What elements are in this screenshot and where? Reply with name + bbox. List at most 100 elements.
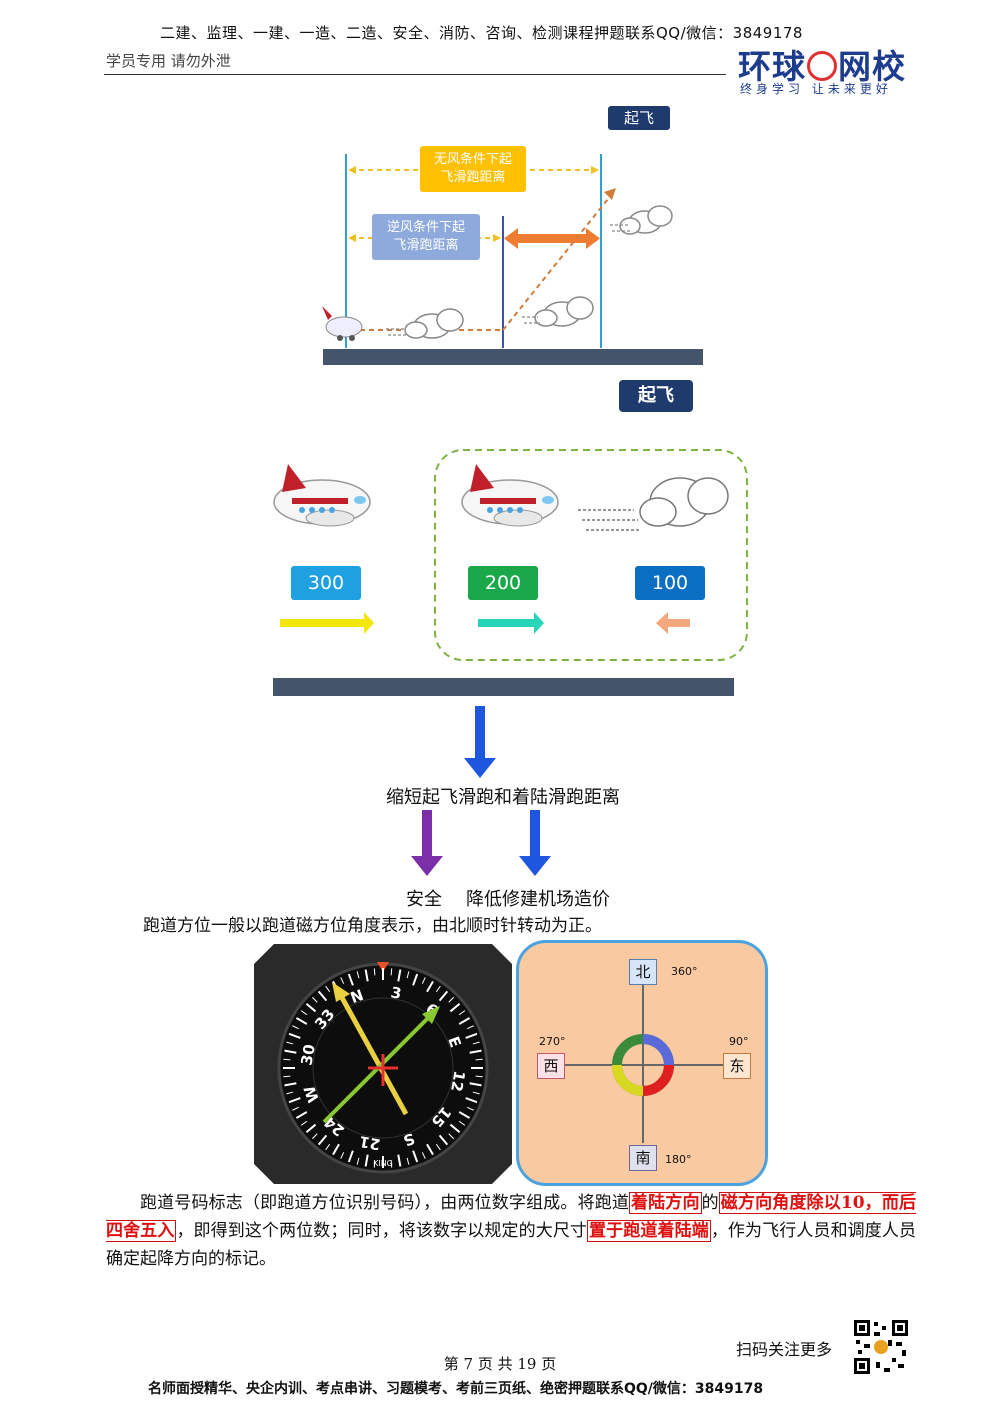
compass-tick	[295, 1017, 308, 1025]
compass-tick	[340, 977, 345, 984]
compass-tick	[465, 1032, 478, 1039]
highlight-landing-direction: 着陆方向	[629, 1192, 702, 1214]
east-degrees: 90°	[729, 1035, 749, 1048]
result-text: 缩短起飞滑跑和着陆滑跑距离	[386, 787, 620, 808]
compass-tick	[286, 1041, 294, 1045]
compass-tick	[448, 1133, 455, 1140]
speed-badge-200: 200	[468, 566, 538, 600]
runway-bearing-intro: 跑道方位一般以跑道磁方位角度表示，由北顺时针转动为正。	[143, 916, 602, 936]
compass-tick	[397, 1154, 402, 1167]
speed-arrow-300	[280, 612, 374, 634]
compass-tick	[364, 1154, 369, 1167]
compass-tick	[284, 1049, 297, 1054]
compass-heading-label: 12	[447, 1069, 468, 1093]
compass-tick	[438, 990, 449, 1002]
compass-tick	[317, 1134, 328, 1146]
compass-tick	[373, 968, 376, 976]
compass-tick	[390, 1160, 393, 1168]
speed-arrow-200	[478, 612, 544, 634]
logo-text-left: 环球	[738, 47, 806, 86]
qr-caption: 扫码关注更多	[736, 1340, 833, 1359]
logo-slogan: 终身学习 让未来更好	[740, 82, 892, 96]
compass-tick	[426, 1143, 434, 1156]
footer-contact-line: 名师面授精华、央企内训、考点串讲、习题模考、考前三页纸、绝密押题联系QQ/微信：…	[148, 1381, 764, 1397]
compass-tick	[449, 1123, 461, 1134]
compass-tick	[364, 969, 369, 982]
headwind-label-line1: 逆风条件下起	[386, 220, 465, 235]
compass-tick	[421, 977, 426, 984]
compass-heading-label: W	[300, 1083, 323, 1105]
compass-tick	[340, 1152, 345, 1159]
paragraph-text-2: 的	[701, 1193, 719, 1213]
climb-path	[502, 193, 613, 331]
direction-diagram: 北 360° 西 270° 东 90° 南 180°	[516, 940, 768, 1186]
compass-tick	[449, 1002, 461, 1013]
compass-tick	[472, 1041, 480, 1045]
speed-badge-300: 300	[291, 566, 361, 600]
compass-tick	[311, 1133, 318, 1140]
compass-tick	[412, 973, 419, 986]
relative-speed-diagram	[273, 449, 748, 696]
wind-cloud-icon-2	[639, 477, 729, 527]
compass-tick	[458, 1017, 471, 1025]
compass-tick	[284, 1082, 297, 1087]
highlight-placement: 置于跑道着陆端	[587, 1220, 711, 1242]
west-degrees: 270°	[539, 1035, 566, 1048]
logo-play-icon	[807, 50, 837, 81]
compass-tick	[356, 1157, 360, 1165]
logo-text-right: 网校	[838, 47, 906, 86]
runway	[323, 349, 703, 365]
compass-tick	[421, 1152, 426, 1159]
compass-tick	[292, 1106, 299, 1111]
highlight-divide-rule: 磁方向角度除以10，而后四舍五入	[106, 1192, 916, 1242]
compass-tick	[448, 996, 455, 1003]
airplane-icon-1	[273, 464, 371, 527]
direction-axes	[553, 983, 725, 1143]
qr-code-icon[interactable]	[852, 1318, 910, 1376]
compass-heading-label: N	[348, 986, 366, 1007]
compass-tick	[347, 1150, 354, 1163]
compass-tick	[325, 985, 331, 993]
airplane-icon-2	[461, 464, 559, 527]
compass-tick	[435, 1143, 441, 1151]
paragraph-text-4: ，作为飞行人员和调度人员确定起降方向的标记。	[106, 1221, 917, 1269]
compass-tick	[325, 1143, 331, 1151]
compass-tick	[300, 1120, 308, 1126]
compass-ticks	[283, 968, 483, 1168]
wind-cloud-icon	[404, 205, 673, 339]
benefit-safety: 安全	[406, 889, 442, 910]
compass-tick	[467, 1106, 474, 1111]
takeoff-label-1: 起飞	[608, 106, 670, 130]
compass-tick	[305, 1123, 317, 1134]
distance-saving-arrow	[504, 228, 600, 249]
benefit-cost: 降低修建机场造价	[466, 889, 610, 910]
west-box: 西	[537, 1053, 565, 1079]
compass-tick	[292, 1025, 299, 1030]
compass-tick	[472, 1091, 480, 1095]
compass-heading-label: 3	[389, 983, 402, 1003]
compass-tick	[283, 1075, 291, 1078]
yellow-needle	[337, 992, 409, 1116]
compass-tick	[347, 973, 354, 986]
compass-tick	[426, 980, 434, 993]
headwind-zone	[434, 449, 748, 661]
no-wind-label-line2: 飞滑跑距离	[440, 170, 506, 185]
runway-2	[273, 678, 734, 696]
takeoff-label-2: 起飞	[619, 380, 693, 412]
compass-tick	[438, 1134, 449, 1146]
compass-tick	[469, 1049, 482, 1054]
compass-heading-label: 30	[297, 1043, 318, 1067]
compass-tick	[465, 1097, 478, 1104]
compass-brand: KING	[373, 1159, 393, 1168]
brand-logo: 环球网校	[738, 40, 906, 88]
compass-tick	[295, 1111, 308, 1119]
compass-tick	[412, 1150, 419, 1163]
compass-tick	[458, 1111, 471, 1119]
compass-tick	[305, 1002, 317, 1013]
headwind-label: 逆风条件下起 飞滑跑距离	[372, 214, 480, 260]
runway-number-paragraph: 跑道号码标志（即跑道方位识别号码），由两位数字组成。将跑道着陆方向的磁方向角度除…	[106, 1189, 916, 1273]
compass-tick	[397, 969, 402, 982]
result-flow-arrows	[411, 706, 551, 876]
airplane-icon	[322, 306, 363, 341]
east-box: 东	[723, 1053, 751, 1079]
